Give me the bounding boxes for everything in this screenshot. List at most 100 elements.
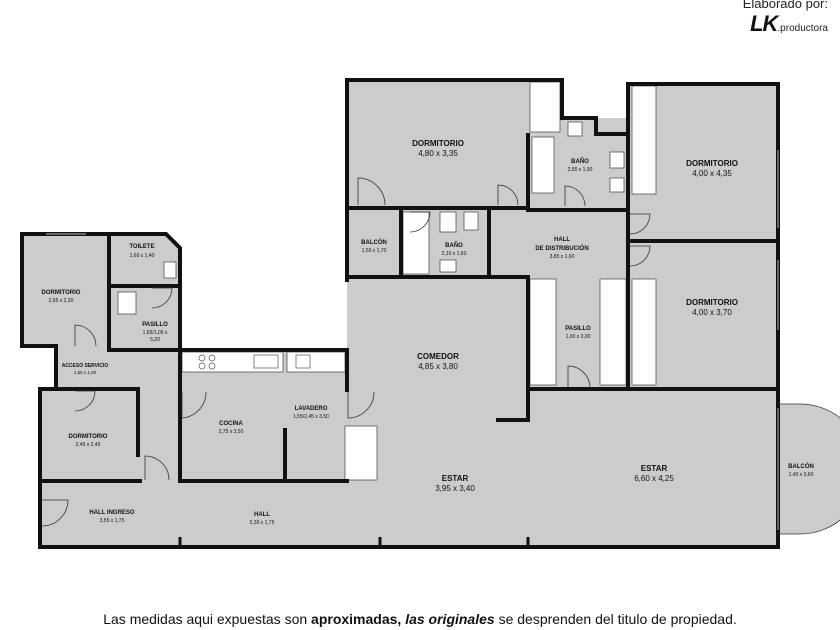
dims-toilete: 1,60 x 1,40 bbox=[130, 253, 155, 259]
dims-hall-ingreso: 3,55 x 1,75 bbox=[100, 518, 125, 524]
closet-pasillo-right bbox=[599, 278, 627, 386]
door-bano-top-inner bbox=[564, 185, 586, 207]
label-hall: HALL bbox=[254, 512, 270, 518]
door-service bbox=[144, 455, 170, 481]
toilet-toilete bbox=[163, 261, 177, 279]
label-acceso: ACCESO SERVICIO bbox=[62, 363, 109, 369]
dims-estar-mid: 3,95 x 3,40 bbox=[435, 484, 475, 493]
dims-lavadero: 1,55/2,45 x 3,50 bbox=[293, 414, 329, 420]
closet-lavadero bbox=[344, 425, 378, 481]
dims-dorm-small: 2,45 x 2,45 bbox=[76, 442, 101, 448]
door-lavadero bbox=[347, 391, 375, 419]
toilet-top bbox=[609, 151, 625, 169]
label-balcon-right: BALCÓN bbox=[788, 462, 814, 470]
dims-comedor: 4,85 x 3,80 bbox=[418, 362, 458, 371]
burner-3 bbox=[198, 362, 206, 370]
dims-bano-mid: 2,10 x 1,60 bbox=[442, 251, 467, 257]
door-dorm-right-mid bbox=[629, 245, 651, 267]
label-cocina: COCINA bbox=[219, 421, 243, 427]
doors bbox=[41, 177, 840, 535]
label-dorm-right-top: DORMITORIO bbox=[686, 159, 738, 168]
label-balcon-small: BALCÓN bbox=[361, 238, 387, 246]
floor-comedor bbox=[347, 277, 528, 547]
bidet-top bbox=[609, 177, 625, 193]
room-labels: DORMITORIO 4,80 x 3,35 BAÑO 2,55 x 1,90 … bbox=[42, 139, 814, 526]
floor-hall bbox=[180, 481, 347, 547]
wall-stubs bbox=[178, 537, 530, 547]
dims-hall: 5,30 x 1,75 bbox=[250, 520, 275, 526]
fixture-details bbox=[198, 354, 311, 370]
dims-acceso: 1,55 x 1,00 bbox=[74, 370, 97, 375]
brand-suffix: .productora bbox=[777, 23, 828, 34]
door-dorm-top bbox=[357, 177, 386, 206]
dims-balcon-small: 1,50 x 1,70 bbox=[362, 248, 387, 254]
door-dorm-right-top bbox=[629, 213, 651, 235]
floor-balcon-small bbox=[347, 209, 401, 277]
label-bano-mid: BAÑO bbox=[445, 242, 463, 249]
label-estar-mid: ESTAR bbox=[442, 474, 469, 483]
brand-logo: LK bbox=[750, 11, 778, 36]
sink-top bbox=[567, 121, 583, 137]
wardrobe-top bbox=[529, 81, 561, 133]
kitchen-sink bbox=[253, 354, 279, 369]
shower-mid bbox=[402, 211, 430, 275]
laundry-sink bbox=[295, 354, 311, 369]
door-bano-mid bbox=[409, 211, 431, 233]
label-pasillo-mid: PASILLO bbox=[565, 326, 591, 332]
disclaimer: Las medidas aqui expuestas son aproximad… bbox=[0, 611, 840, 627]
disclaimer-part1: Las medidas aqui expuestas son bbox=[103, 611, 312, 627]
dims-balcon-right: 1,40 x 3,60 bbox=[789, 472, 814, 478]
brand-credit: Elaborado por: LK.productora bbox=[743, 0, 828, 37]
dims-dorm-top: 4,80 x 3,35 bbox=[418, 149, 458, 158]
label-toilete: TOILETE bbox=[129, 244, 154, 250]
burner-4 bbox=[208, 362, 216, 370]
walls bbox=[20, 78, 780, 549]
label-dorm-small: DORMITORIO bbox=[69, 434, 108, 440]
floor-estar-right bbox=[528, 389, 778, 547]
fixtures bbox=[117, 81, 657, 481]
door-toilete bbox=[151, 287, 173, 309]
label-dorm-top: DORMITORIO bbox=[412, 139, 464, 148]
dims-pasillo-left-2: 5,20 bbox=[150, 337, 160, 343]
bidet-mid bbox=[463, 211, 479, 231]
brand-credit-text: Elaborado por: bbox=[742, 0, 828, 11]
dims-dorm-right-mid: 4,00 x 3,70 bbox=[692, 308, 732, 317]
closet-pasillo-left bbox=[529, 278, 557, 386]
dims-estar-right: 6,60 x 4,25 bbox=[634, 474, 674, 483]
label-pasillo-left: PASILLO bbox=[142, 322, 168, 328]
label-comedor: COMEDOR bbox=[417, 352, 459, 361]
wall-top-block bbox=[345, 78, 780, 282]
burner-1 bbox=[198, 354, 206, 362]
label-hall-dist-1: HALL bbox=[554, 237, 570, 243]
floor-service-pasillo bbox=[138, 350, 180, 481]
label-hall-dist-2: DE DISTRIBUCIÓN bbox=[535, 244, 588, 252]
dims-dorm-right-top: 4,00 x 4,35 bbox=[692, 169, 732, 178]
door-balcon bbox=[778, 403, 840, 535]
dims-cocina: 2,75 x 3,50 bbox=[219, 429, 244, 435]
dims-dorm-left: 2,95 x 2,30 bbox=[49, 298, 74, 304]
floor-toilete bbox=[109, 234, 180, 286]
floor-dorm-small bbox=[40, 389, 138, 481]
wardrobe-right-mid bbox=[631, 278, 657, 386]
dims-hall-dist: 3,85 x 1,60 bbox=[550, 254, 575, 260]
disclaimer-bold: aproximadas, bbox=[311, 611, 402, 627]
door-cocina bbox=[181, 391, 207, 419]
door-dorm-small bbox=[74, 390, 96, 412]
floor-dorm-left bbox=[22, 234, 109, 346]
disclaimer-part2: se desprenden del titulo de propiedad. bbox=[494, 611, 737, 627]
floor-hall-dist bbox=[489, 209, 628, 277]
burner-2 bbox=[208, 354, 216, 362]
label-dorm-left: DORMITORIO bbox=[42, 290, 81, 296]
label-hall-ingreso: HALL INGRESO bbox=[89, 510, 135, 516]
dims-bano-top: 2,55 x 1,90 bbox=[568, 167, 593, 173]
floor-hall-ingreso bbox=[40, 481, 180, 547]
dims-pasillo-mid: 1,00 x 3,00 bbox=[566, 334, 591, 340]
label-dorm-right-mid: DORMITORIO bbox=[686, 298, 738, 307]
label-estar-right: ESTAR bbox=[641, 464, 668, 473]
door-entrance bbox=[41, 499, 69, 527]
label-lavadero: LAVADERO bbox=[295, 406, 328, 412]
sink-mid bbox=[439, 259, 457, 273]
toilet-mid bbox=[439, 211, 457, 233]
disclaimer-italic: las originales bbox=[401, 611, 495, 627]
